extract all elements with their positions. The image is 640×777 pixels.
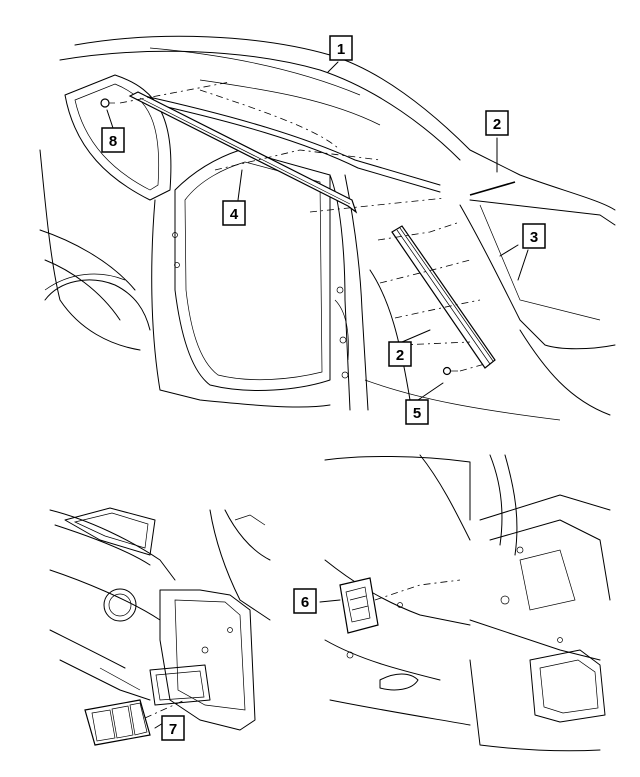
leader-3b [517,249,529,281]
callout-1-label: 1 [337,41,345,58]
callout-2-lower-label: 2 [396,347,404,364]
callout-5-label: 5 [413,405,421,422]
callout-2-upper-label: 2 [493,116,501,133]
callout-6-label: 6 [301,594,309,611]
callout-1: 1 [329,35,353,61]
lower-right-view [319,454,611,752]
callout-7-label: 7 [169,721,177,738]
callout-7: 7 [161,715,185,741]
callout-5: 5 [405,399,429,425]
callout-3: 3 [522,223,546,249]
leader-6 [319,599,341,603]
callout-3-label: 3 [530,229,538,246]
callout-8: 8 [101,127,125,153]
callout-4-label: 4 [230,206,239,223]
upper-quarter-view [39,35,616,421]
leader-1 [327,61,339,73]
leader-3a [499,244,519,257]
leader-8 [106,109,114,129]
lower-left-view [49,507,271,746]
callout-6: 6 [293,588,317,614]
callout-2-upper: 2 [485,110,509,136]
callout-2-lower: 2 [388,341,412,367]
vent-6-icon [339,577,379,634]
callout-8-label: 8 [109,133,117,150]
callout-4: 4 [222,200,246,226]
leader-4 [237,169,243,201]
vent-7-icon [84,699,151,746]
screw-5-icon [442,366,458,376]
clip-8-icon [100,98,115,108]
leader-5 [417,382,444,401]
